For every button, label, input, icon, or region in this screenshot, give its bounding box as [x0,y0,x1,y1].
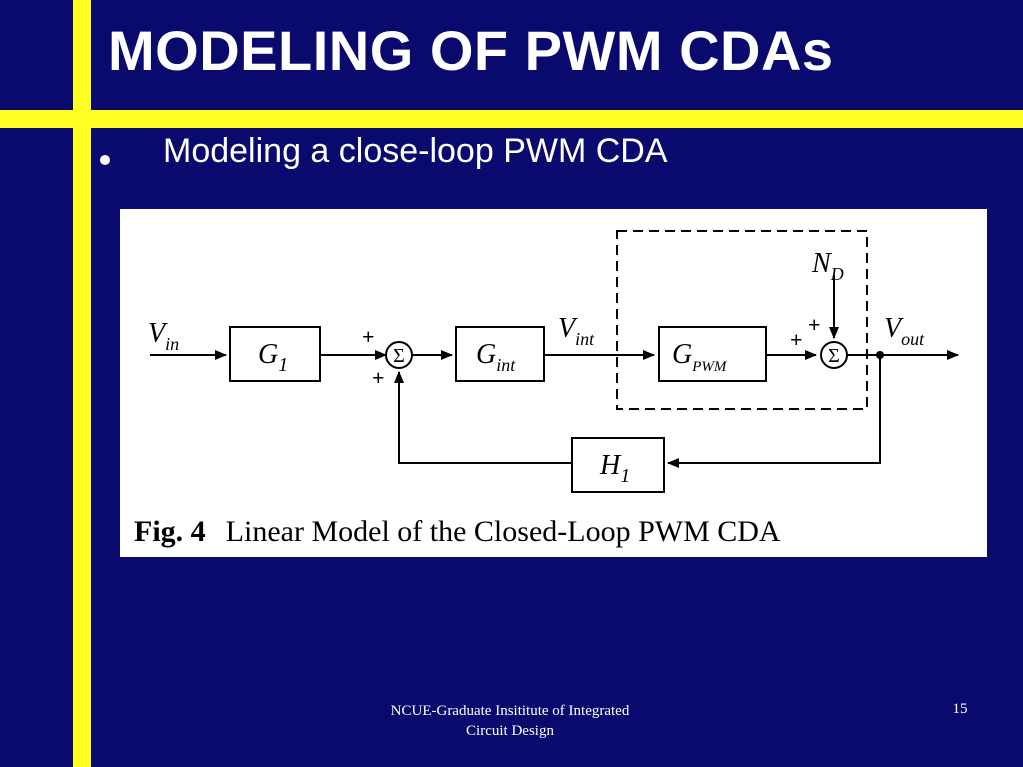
g1-label: G1 [258,339,288,376]
vin-label: Vin [148,318,179,354]
vout-label: Vout [884,313,925,349]
footer-line-1: NCUE-Graduate Insititute of Integrated [390,703,630,719]
sum2-symbol: Σ [828,345,840,367]
yellow-horizontal-bar [0,110,1023,128]
sum2-plus-left: + [790,327,803,352]
block-diagram-svg: Vin G1 Σ + + Gint Vint GPWM ND Σ + + [134,230,959,548]
sum2-plus-top: + [808,312,821,337]
h1-label: H1 [599,450,630,487]
footer-institute: NCUE-Graduate Insititute of Integrated C… [350,701,670,741]
g1-block [229,326,321,382]
nd-label: ND [811,248,844,284]
feedback-path-to-h1 [667,355,881,468]
block-diagram-figure: Vin G1 Σ + + Gint Vint GPWM ND Σ + + [120,209,987,557]
sum1-plus-bottom: + [372,365,385,390]
sum1-plus-top: + [362,324,375,349]
footer-line-2: Circuit Design [466,723,554,739]
bullet-dot-icon [100,155,110,165]
vint-label: Vint [558,313,595,349]
yellow-vertical-bar [73,0,91,767]
h1-block [571,437,665,493]
gint-label: Gint [476,339,516,375]
gpwm-block [658,326,767,382]
sum1-symbol: Σ [393,345,405,367]
slide-title: MODELING OF PWM CDAs [108,19,834,82]
page-number: 15 [952,701,968,717]
h1-to-sum1-path [394,371,572,464]
gpwm-label: GPWM [672,339,728,375]
pwm-dashed-region [616,230,868,410]
bullet-text: Modeling a close-loop PWM CDA [163,132,668,170]
